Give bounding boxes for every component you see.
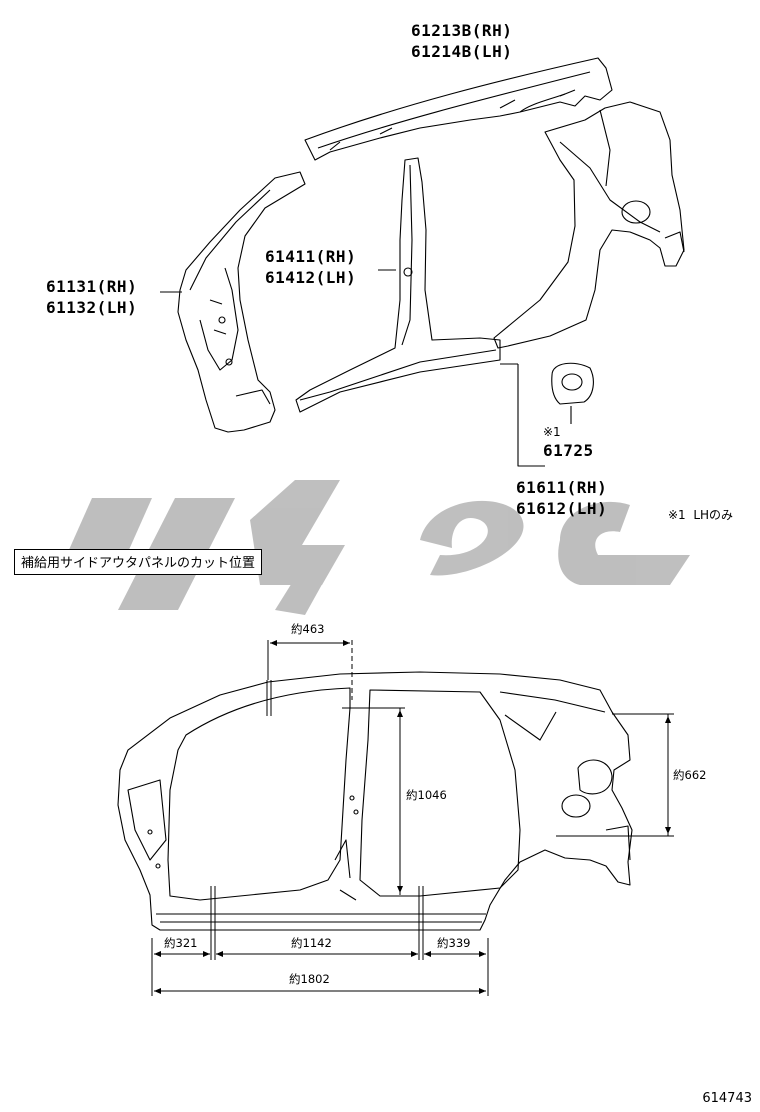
dimension-lines (151, 640, 674, 996)
side-outer-panel-drawing (117, 671, 633, 931)
dim-rear-section: 約339 (436, 936, 472, 950)
front-pillar-lh-label: 61132(LH) (46, 298, 138, 317)
dim-pillar-height: 約1046 (405, 788, 448, 802)
lh-only-note: ※1 LHのみ (668, 508, 734, 522)
document-number: 614743 (702, 1091, 752, 1106)
note-mark: ※1 (543, 425, 561, 439)
dim-overall: 約1802 (288, 972, 331, 986)
roof-rail-part (304, 57, 613, 161)
outer-panel-lh-label: 61612(LH) (516, 499, 608, 518)
dim-top-width: 約463 (290, 622, 326, 636)
center-pillar-rh-label: 61411(RH) (265, 247, 357, 266)
dim-middle-section: 約1142 (290, 936, 333, 950)
dim-front-section: 約321 (163, 936, 199, 950)
fuel-lid-part (551, 362, 594, 405)
center-pillar-lh-label: 61412(LH) (265, 268, 357, 287)
section-title: 補給用サイドアウタパネルのカット位置 (14, 549, 263, 575)
dim-rear-height: 約662 (672, 768, 708, 782)
roof-rail-rh-label: 61213B(RH) (411, 21, 513, 40)
rear-quarter-part (493, 101, 685, 349)
fuel-lid-part-label: 61725 (543, 441, 594, 460)
front-pillar-part (177, 171, 306, 433)
roof-rail-lh-label: 61214B(LH) (411, 42, 513, 61)
outer-panel-rh-label: 61611(RH) (516, 478, 608, 497)
center-pillar-part (295, 157, 501, 413)
front-pillar-rh-label: 61131(RH) (46, 277, 138, 296)
